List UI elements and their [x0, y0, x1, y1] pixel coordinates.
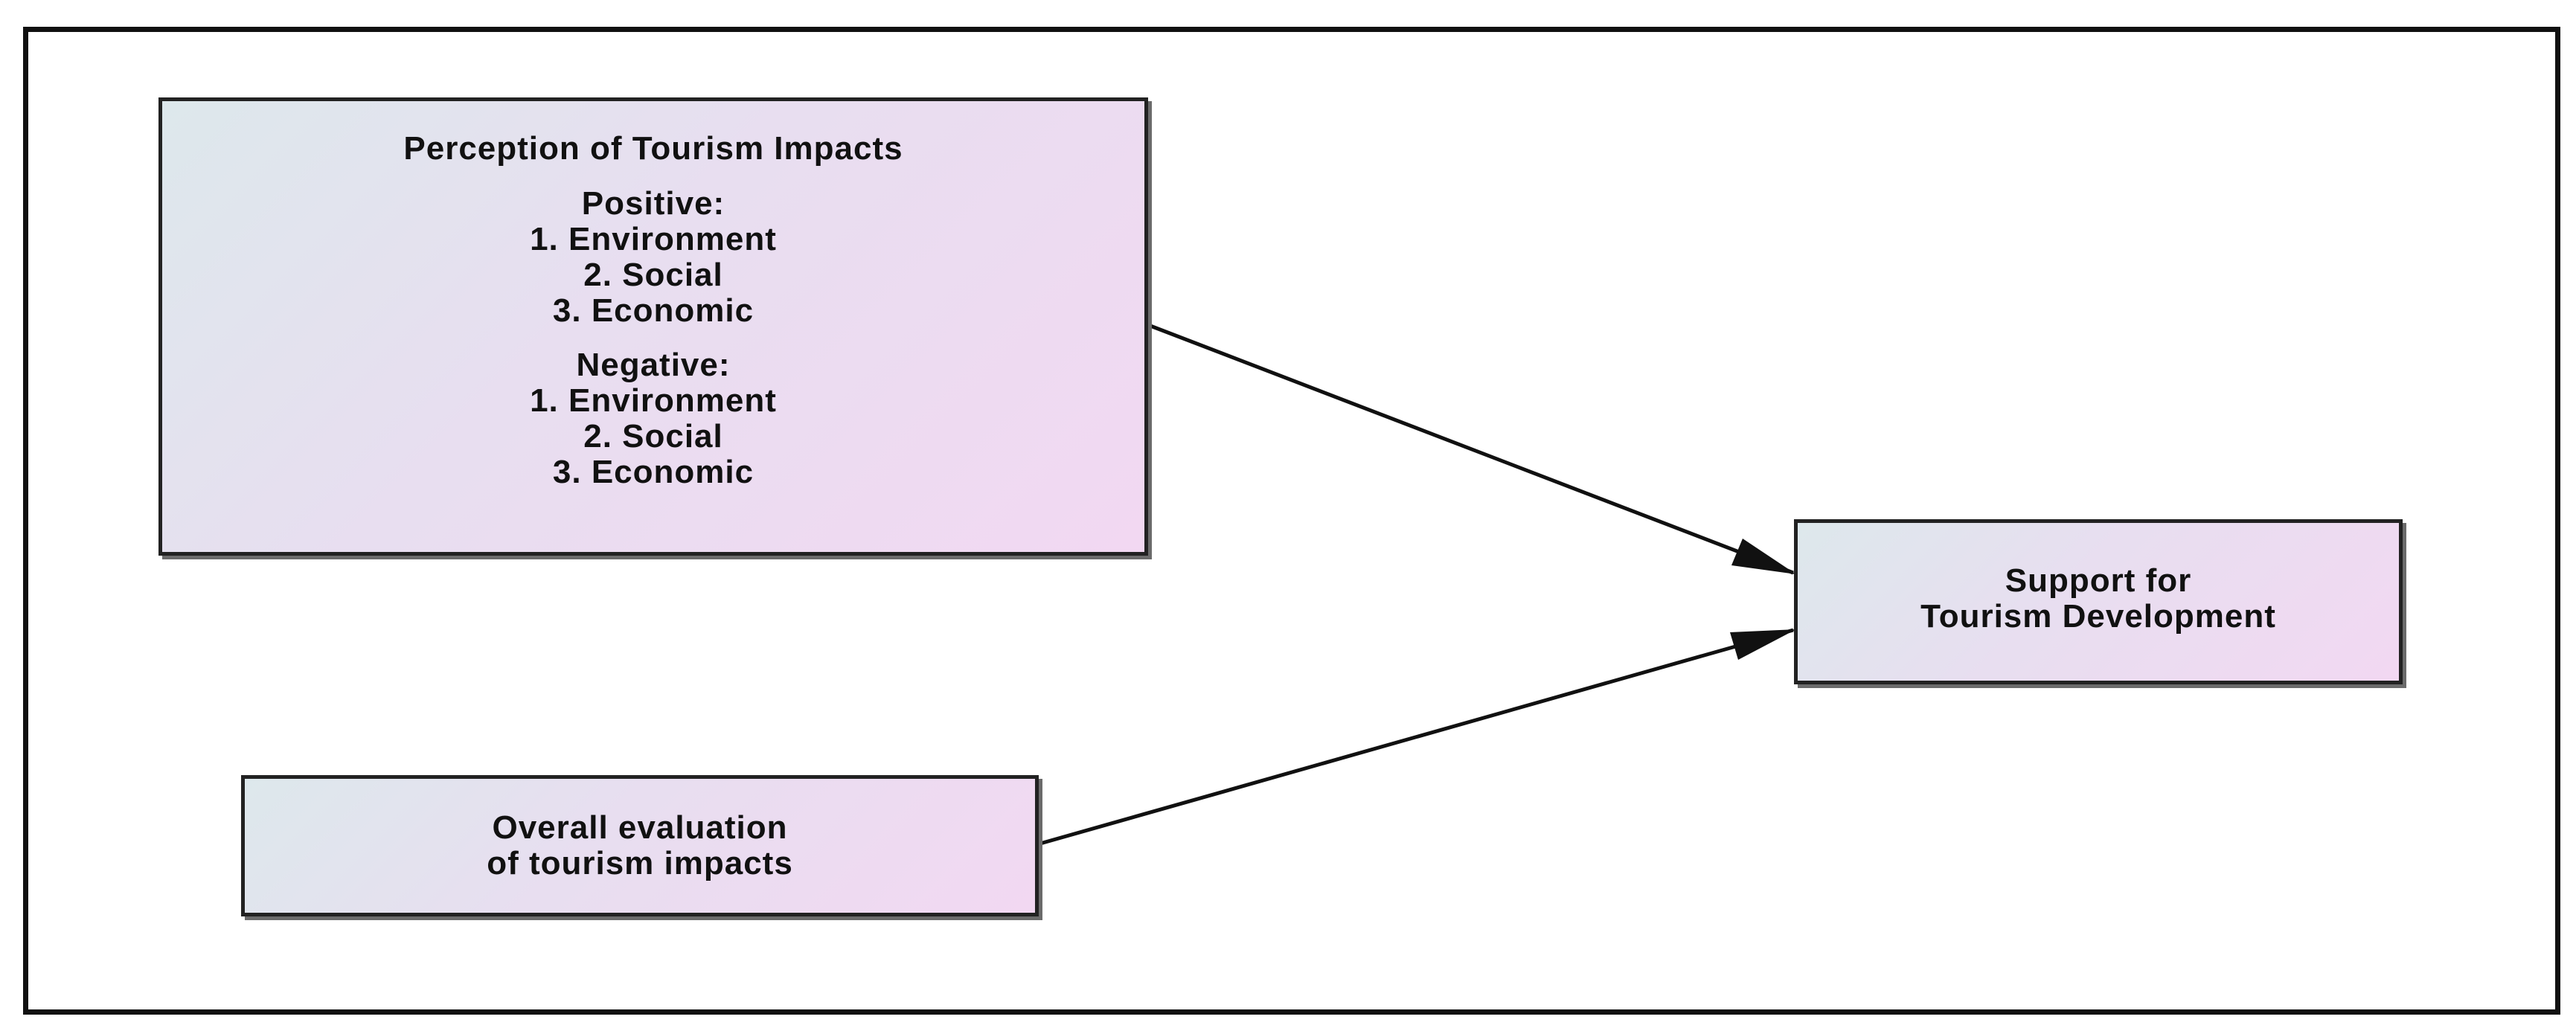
node-title: Perception of Tourism Impacts — [403, 130, 903, 167]
node-perception-of-tourism-impacts: Perception of Tourism Impacts Positive: … — [158, 97, 1148, 556]
positive-item-environment: 1. Environment — [530, 221, 777, 257]
node-support-for-tourism-development: Support for Tourism Development — [1794, 519, 2403, 684]
positive-heading: Positive: — [581, 185, 725, 222]
negative-item-environment: 1. Environment — [530, 382, 777, 419]
negative-item-social: 2. Social — [583, 418, 723, 455]
negative-heading: Negative: — [576, 347, 731, 383]
positive-item-economic: 3. Economic — [552, 292, 754, 329]
node-label-line-2: of tourism impacts — [487, 845, 793, 881]
node-label-line-1: Support for — [2005, 562, 2192, 599]
arrowhead-overall-to-support — [1730, 629, 1796, 660]
arrowhead-perception-to-support — [1731, 539, 1796, 574]
node-overall-evaluation: Overall evaluation of tourism impacts — [241, 775, 1039, 916]
arrow-overall-to-support — [1039, 628, 1794, 846]
node-label-line-2: Tourism Development — [1920, 598, 2276, 635]
diagram-frame — [23, 27, 2560, 1015]
node-label-line-1: Overall evaluation — [492, 809, 788, 846]
negative-item-economic: 3. Economic — [552, 454, 754, 490]
positive-item-social: 2. Social — [583, 257, 723, 293]
arrow-perception-to-support — [1150, 324, 1794, 575]
